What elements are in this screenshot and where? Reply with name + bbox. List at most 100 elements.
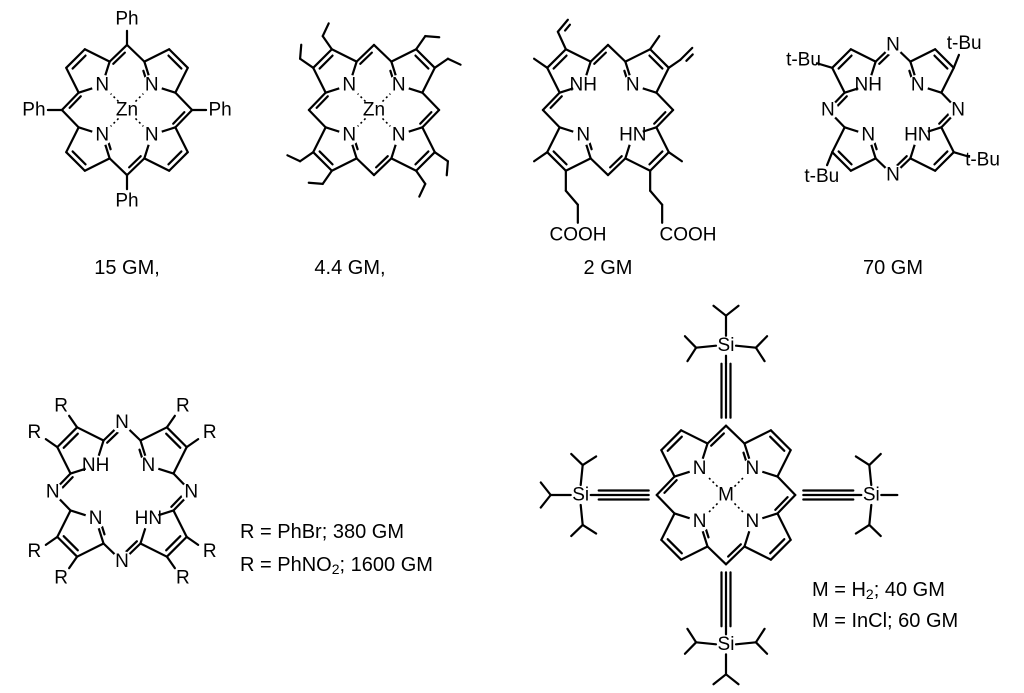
substituent-bond: [825, 151, 834, 167]
double-bond-line: [71, 150, 87, 166]
pyrrole-n-label: N: [392, 75, 406, 96]
ring-bond: [139, 426, 168, 442]
vinyl-bond: [667, 58, 682, 69]
atom-knockout: [947, 99, 969, 121]
substituent-bond: [44, 535, 59, 546]
beta-double-bond: [649, 48, 670, 69]
isopropyl-bond: [579, 463, 584, 487]
r-prefix: R =: [240, 554, 277, 576]
meso-bond: [355, 157, 376, 177]
substituent-bond: [667, 151, 684, 163]
atom-knockout: [622, 124, 644, 146]
substituent-bond: [185, 535, 200, 546]
beta-double-bond: [312, 151, 333, 172]
pyrrole-n-label: N: [746, 511, 760, 532]
silicon-label-top: Si: [718, 335, 735, 356]
ring-bond: [83, 48, 111, 63]
metal-center-label: Zn: [116, 100, 138, 121]
pyrrole-n-label: NH: [854, 75, 881, 96]
ethyl-bond: [433, 57, 450, 69]
atom-knockout: [85, 507, 107, 529]
double-bond-line: [315, 95, 329, 109]
coordination-bond: [733, 502, 745, 514]
ethyl-bond: [446, 57, 462, 66]
substituent-bond: [165, 414, 176, 429]
ethyl-bond: [298, 43, 303, 60]
meso-bond: [174, 91, 194, 112]
r-substituent-label: R: [203, 422, 217, 443]
tbu-label-3: t-Bu: [965, 150, 1000, 171]
ring-bond: [312, 66, 327, 94]
coordination-bond: [381, 117, 391, 127]
pyrrole-n-label: N: [693, 511, 707, 532]
ethyl-bond: [321, 22, 330, 38]
double-bond-line: [71, 54, 87, 70]
meso-bond: [421, 91, 441, 112]
substituent-bond: [532, 151, 549, 163]
ring-bond: [849, 157, 877, 172]
isopropyl-bond: [724, 304, 740, 317]
caption-tbu-porphyrazine: 70 GM: [863, 257, 923, 279]
beta-double-bond: [934, 151, 955, 172]
ring-bond: [330, 48, 358, 63]
double-bond-line: [685, 53, 694, 62]
vinyl-bond: [556, 30, 567, 51]
ring-bond: [390, 48, 418, 63]
double-bond-line: [933, 150, 949, 166]
meso-bond: [421, 108, 441, 129]
double-bond-line: [165, 432, 182, 449]
pyrrole-n-label: N: [342, 75, 356, 96]
ring-bond: [65, 66, 80, 94]
pyrrole-n-label: N: [145, 75, 159, 96]
meso-n-label: N: [115, 551, 129, 572]
ethyl-bond: [445, 160, 450, 177]
atom-knockout: [42, 481, 64, 503]
pyrrole-n-label: N: [145, 124, 159, 145]
isopropyl-bond: [539, 493, 552, 509]
ring-bond: [909, 157, 937, 172]
ring-bond: [65, 126, 80, 154]
beta-double-bond: [415, 151, 436, 172]
ring-bond: [421, 126, 436, 154]
isopropyl-bond: [734, 344, 758, 349]
atom-knockout: [338, 124, 360, 146]
pyrrole-n-label: N: [95, 124, 109, 145]
ring-bond: [546, 126, 561, 154]
double-bond-line: [123, 540, 138, 555]
atom-knockout: [141, 124, 163, 146]
substituent-bond: [952, 151, 971, 158]
ring-bond: [76, 542, 105, 558]
ring-bond: [660, 449, 676, 478]
double-bond-line: [837, 150, 853, 166]
double-bond-line: [769, 435, 786, 452]
ring-bond: [940, 66, 955, 94]
pyrrole-n-label: N: [626, 75, 640, 96]
meso-bond: [60, 91, 80, 112]
atom-knockout: [111, 550, 133, 572]
r-substituent-label: R: [176, 395, 190, 416]
ethyl-bond: [298, 151, 315, 163]
double-bond-line: [68, 95, 82, 109]
atom-knockout: [907, 74, 929, 96]
isopropyl-bond: [694, 344, 718, 349]
coordination-bond: [110, 117, 120, 127]
substituent-bond: [44, 438, 59, 449]
double-bond-line: [167, 54, 183, 70]
r-prefix: R =: [240, 521, 277, 543]
double-bond-line: [593, 51, 607, 65]
double-bond-line: [170, 493, 185, 508]
ring-bond: [564, 157, 592, 172]
pyrrole-n-label: N: [142, 455, 156, 476]
meso-bond: [776, 493, 797, 515]
ethyl-bond: [415, 34, 427, 51]
meso-n-label: N: [886, 34, 900, 55]
beta-double-bond: [546, 151, 567, 172]
substituent-bond: [185, 438, 200, 449]
pyrrole-n-label: N: [95, 75, 109, 96]
atom-knockout: [715, 484, 737, 506]
beta-double-bond: [660, 538, 683, 561]
double-bond-line: [62, 535, 79, 552]
